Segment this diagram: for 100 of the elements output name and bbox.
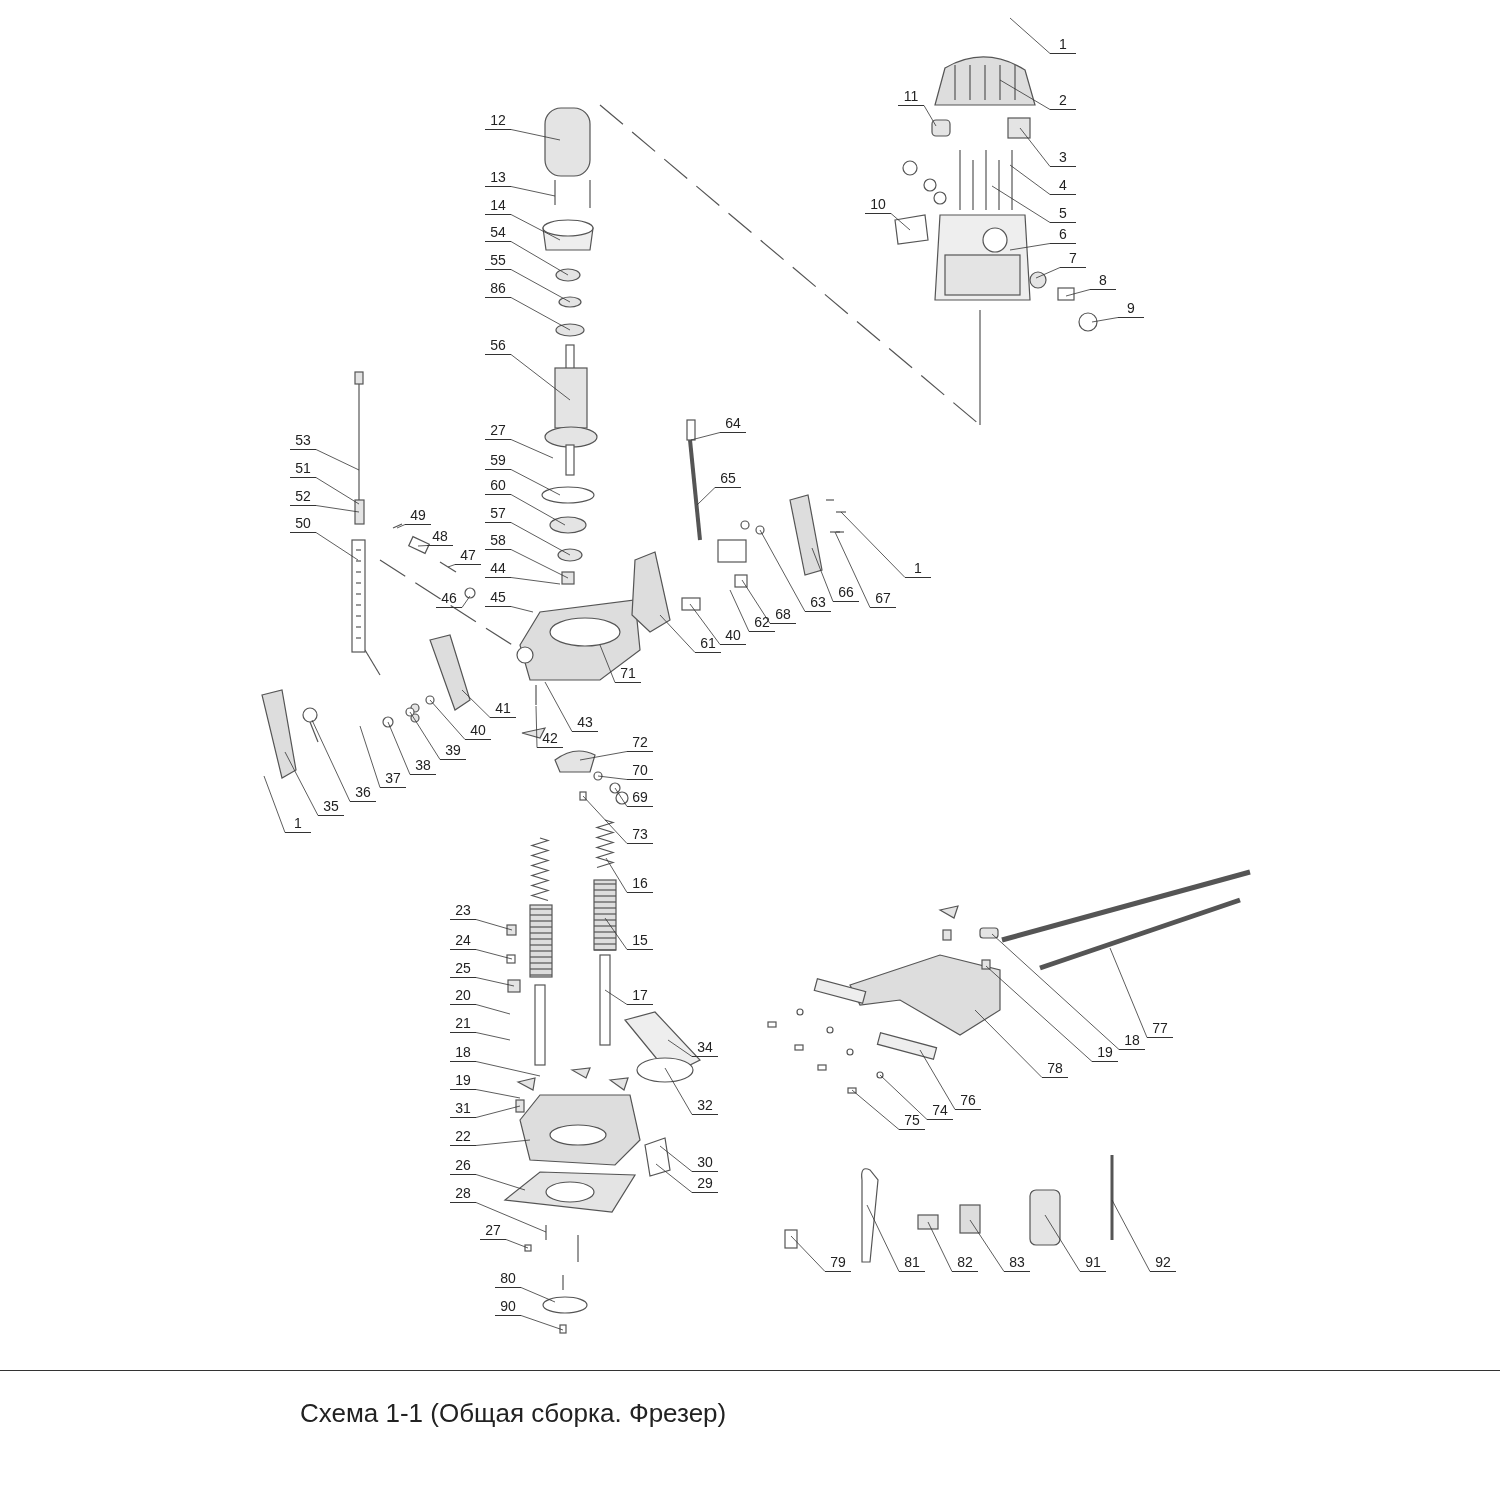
- leader-line: [520, 1315, 564, 1331]
- leader-line: [1091, 317, 1119, 323]
- leader-line: [690, 432, 721, 441]
- callout-number: 21: [450, 1015, 476, 1033]
- leader-line: [696, 487, 716, 506]
- callout-number: 45: [485, 589, 511, 607]
- callout-number: 66: [833, 584, 859, 602]
- callout-number: 12: [485, 112, 511, 130]
- leader-line: [919, 1049, 956, 1110]
- leader-line: [461, 595, 471, 608]
- callout-number: 64: [720, 415, 746, 433]
- leader-line: [315, 505, 360, 513]
- leader-line: [1065, 289, 1091, 297]
- leader-line: [604, 989, 628, 1005]
- callout-number: 65: [715, 470, 741, 488]
- leader-line: [689, 603, 721, 645]
- callout-number: 29: [692, 1175, 718, 1193]
- callout-number: 23: [450, 902, 476, 920]
- leader-line: [659, 1145, 693, 1172]
- callout-number: 71: [615, 665, 641, 683]
- callout-number: 40: [465, 722, 491, 740]
- callout-number: 27: [485, 422, 511, 440]
- callout-number: 24: [450, 932, 476, 950]
- callout-number: 80: [495, 1270, 521, 1288]
- callout-number: 3: [1050, 149, 1076, 167]
- callout-number: 75: [899, 1112, 925, 1130]
- callout-number: 43: [572, 714, 598, 732]
- callout-number: 53: [290, 432, 316, 450]
- callout-number: 18: [1119, 1032, 1145, 1050]
- callout-number: 60: [485, 477, 511, 495]
- leader-line: [1009, 17, 1051, 54]
- callout-number: 52: [290, 488, 316, 506]
- leader-line: [1009, 243, 1051, 251]
- leader-line: [510, 297, 571, 331]
- leader-line: [535, 705, 538, 748]
- callout-number: 37: [380, 770, 406, 788]
- leader-line: [834, 531, 871, 608]
- callout-number: 16: [627, 875, 653, 893]
- callout-number: 19: [450, 1072, 476, 1090]
- callout-number: 38: [410, 757, 436, 775]
- leader-line: [1019, 127, 1051, 167]
- callout-number: 77: [1147, 1020, 1173, 1038]
- leader-line: [510, 129, 561, 141]
- callout-number: 73: [627, 826, 653, 844]
- callout-number: 34: [692, 1039, 718, 1057]
- leader-line: [664, 1067, 693, 1115]
- callout-number: 55: [485, 252, 511, 270]
- callout-number: 92: [1150, 1254, 1176, 1272]
- leader-line: [461, 689, 491, 718]
- callout-number: 91: [1080, 1254, 1106, 1272]
- leader-line: [1044, 1214, 1081, 1272]
- leader-line: [475, 949, 513, 960]
- leader-line: [510, 577, 561, 585]
- leader-line: [510, 549, 569, 579]
- callout-number: 41: [490, 700, 516, 718]
- leader-line: [1109, 947, 1148, 1038]
- callout-number: 5: [1050, 205, 1076, 223]
- leader-line: [1111, 1199, 1151, 1272]
- callout-number: 69: [627, 789, 653, 807]
- callout-number: 25: [450, 960, 476, 978]
- leader-line: [604, 917, 628, 950]
- leader-line: [520, 1287, 556, 1303]
- callout-number: 40: [720, 627, 746, 645]
- leader-line: [475, 1004, 511, 1015]
- callout-number: 7: [1060, 250, 1086, 268]
- callout-number: 14: [485, 197, 511, 215]
- leader-line: [890, 213, 911, 231]
- callout-number: 20: [450, 987, 476, 1005]
- callout-number: 72: [627, 734, 653, 752]
- leader-line: [659, 614, 696, 653]
- leader-line: [447, 564, 456, 568]
- callout-number: 47: [455, 547, 481, 565]
- leader-line: [667, 1039, 693, 1057]
- leader-line: [263, 775, 286, 833]
- leader-line: [597, 775, 628, 780]
- callout-number: 18: [450, 1044, 476, 1062]
- callout-number: 46: [436, 590, 462, 608]
- leader-line: [1035, 267, 1061, 279]
- leader-line: [605, 857, 628, 893]
- leader-line: [475, 1202, 547, 1233]
- leader-line: [510, 186, 556, 197]
- leader-line: [315, 449, 360, 471]
- leader-line: [923, 105, 937, 127]
- callout-number: 10: [865, 196, 891, 214]
- callout-number: 62: [749, 614, 775, 632]
- leader-line: [510, 241, 569, 276]
- leader-line: [790, 1235, 826, 1272]
- leader-line: [475, 1061, 541, 1077]
- callout-number: 19: [1092, 1044, 1118, 1062]
- leader-line: [866, 1204, 900, 1272]
- callout-number: 79: [825, 1254, 851, 1272]
- leader-line: [475, 977, 515, 987]
- callout-number: 78: [1042, 1060, 1068, 1078]
- callout-number: 13: [485, 169, 511, 187]
- callout-number: 58: [485, 532, 511, 550]
- leader-line: [475, 1032, 511, 1041]
- leader-line: [510, 469, 561, 496]
- leader-line: [999, 79, 1051, 110]
- callout-number: 44: [485, 560, 511, 578]
- leader-line: [475, 1089, 521, 1099]
